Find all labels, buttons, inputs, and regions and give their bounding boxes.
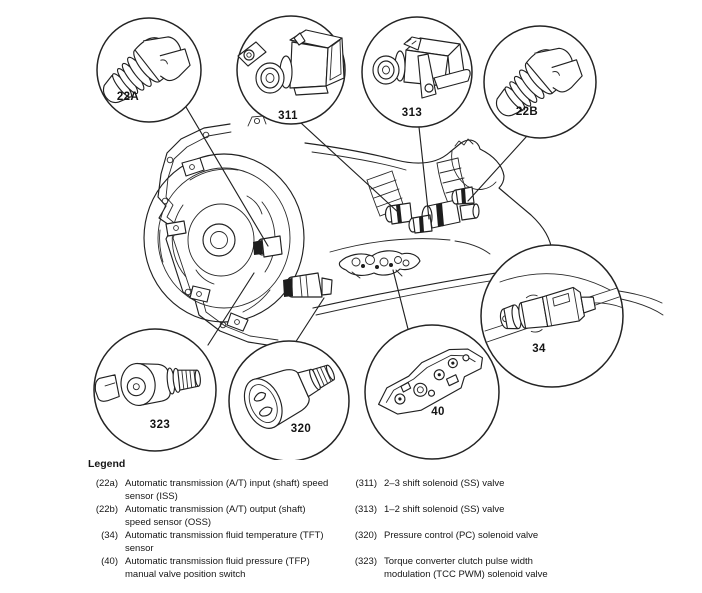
legend-text-34: Automatic transmission fluid temperature… bbox=[125, 530, 324, 554]
mounted-valve-body bbox=[338, 250, 421, 279]
leader-line-22a bbox=[185, 106, 269, 247]
leader-line-323 bbox=[207, 272, 255, 346]
legend-ref-323: (323) bbox=[354, 556, 377, 567]
callout-label-22a: 22A bbox=[117, 91, 139, 103]
callout-label-22b: 22B bbox=[516, 106, 538, 118]
leader-line-313 bbox=[418, 126, 430, 220]
callout-320: 320 bbox=[228, 340, 350, 460]
legend-text-323: Torque converter clutch pulse width modu… bbox=[384, 556, 548, 580]
leader-line-320 bbox=[294, 297, 325, 344]
callout-313: 313 bbox=[361, 16, 473, 128]
callout-34: 34 bbox=[480, 244, 624, 388]
leader-lines bbox=[185, 106, 528, 346]
legend-ref-40: (40) bbox=[101, 556, 118, 567]
legend-text-320: Pressure control (PC) solenoid valve bbox=[384, 530, 539, 541]
mounted-shift-solenoids bbox=[384, 186, 475, 234]
callout-40: 40 bbox=[364, 324, 500, 460]
legend-ref-311: (311) bbox=[355, 478, 377, 489]
callout-label-34: 34 bbox=[532, 343, 546, 355]
mounted-iss-sensor bbox=[253, 235, 283, 258]
callout-22b: 22B bbox=[483, 25, 597, 139]
torque-converter bbox=[143, 153, 305, 332]
tfp-switch-art bbox=[378, 348, 484, 415]
legend-title: Legend bbox=[88, 458, 126, 470]
shift-solenoid-311-art bbox=[237, 29, 345, 96]
legend-text-22b: Automatic transmission (A/T) output (sha… bbox=[125, 504, 306, 528]
mounted-tcc-solenoid bbox=[283, 272, 333, 298]
legend-text-311: 2–3 shift solenoid (SS) valve bbox=[384, 478, 505, 489]
legend-ref-34: (34) bbox=[101, 530, 118, 541]
transmission-diagram: 22A 311 bbox=[92, 15, 664, 460]
legend-text-40: Automatic transmission fluid pressure (T… bbox=[125, 556, 310, 580]
leader-line-40 bbox=[392, 269, 409, 330]
legend-ref-22b: (22b) bbox=[95, 504, 118, 515]
legend-text-313: 1–2 shift solenoid (SS) valve bbox=[384, 504, 505, 515]
callout-311: 311 bbox=[236, 15, 346, 125]
shift-solenoid-313-art bbox=[372, 36, 471, 99]
callout-323: 323 bbox=[93, 328, 217, 452]
pc-solenoid-art bbox=[243, 364, 335, 429]
transmission-illustration bbox=[143, 115, 664, 348]
callout-label-311: 311 bbox=[278, 110, 298, 122]
legend-grid: (22a) Automatic transmission (A/T) input… bbox=[87, 477, 702, 581]
leader-line-22b bbox=[467, 135, 528, 202]
legend: Legend (22a) Automatic transmission (A/T… bbox=[0, 458, 702, 581]
legend-text-22a: Automatic transmission (A/T) input (shaf… bbox=[125, 478, 329, 502]
callout-label-40: 40 bbox=[431, 406, 445, 418]
legend-ref-313: (313) bbox=[354, 504, 377, 515]
legend-ref-22a: (22a) bbox=[95, 478, 118, 489]
leader-line-311 bbox=[300, 122, 400, 214]
callout-label-320: 320 bbox=[291, 423, 311, 435]
callout-22a: 22A bbox=[92, 17, 202, 123]
tft-sensor-art bbox=[484, 273, 622, 343]
callout-label-323: 323 bbox=[150, 419, 170, 431]
callout-label-313: 313 bbox=[402, 107, 422, 119]
legend-ref-320: (320) bbox=[354, 530, 377, 541]
tcc-pwm-solenoid-art bbox=[94, 362, 201, 406]
